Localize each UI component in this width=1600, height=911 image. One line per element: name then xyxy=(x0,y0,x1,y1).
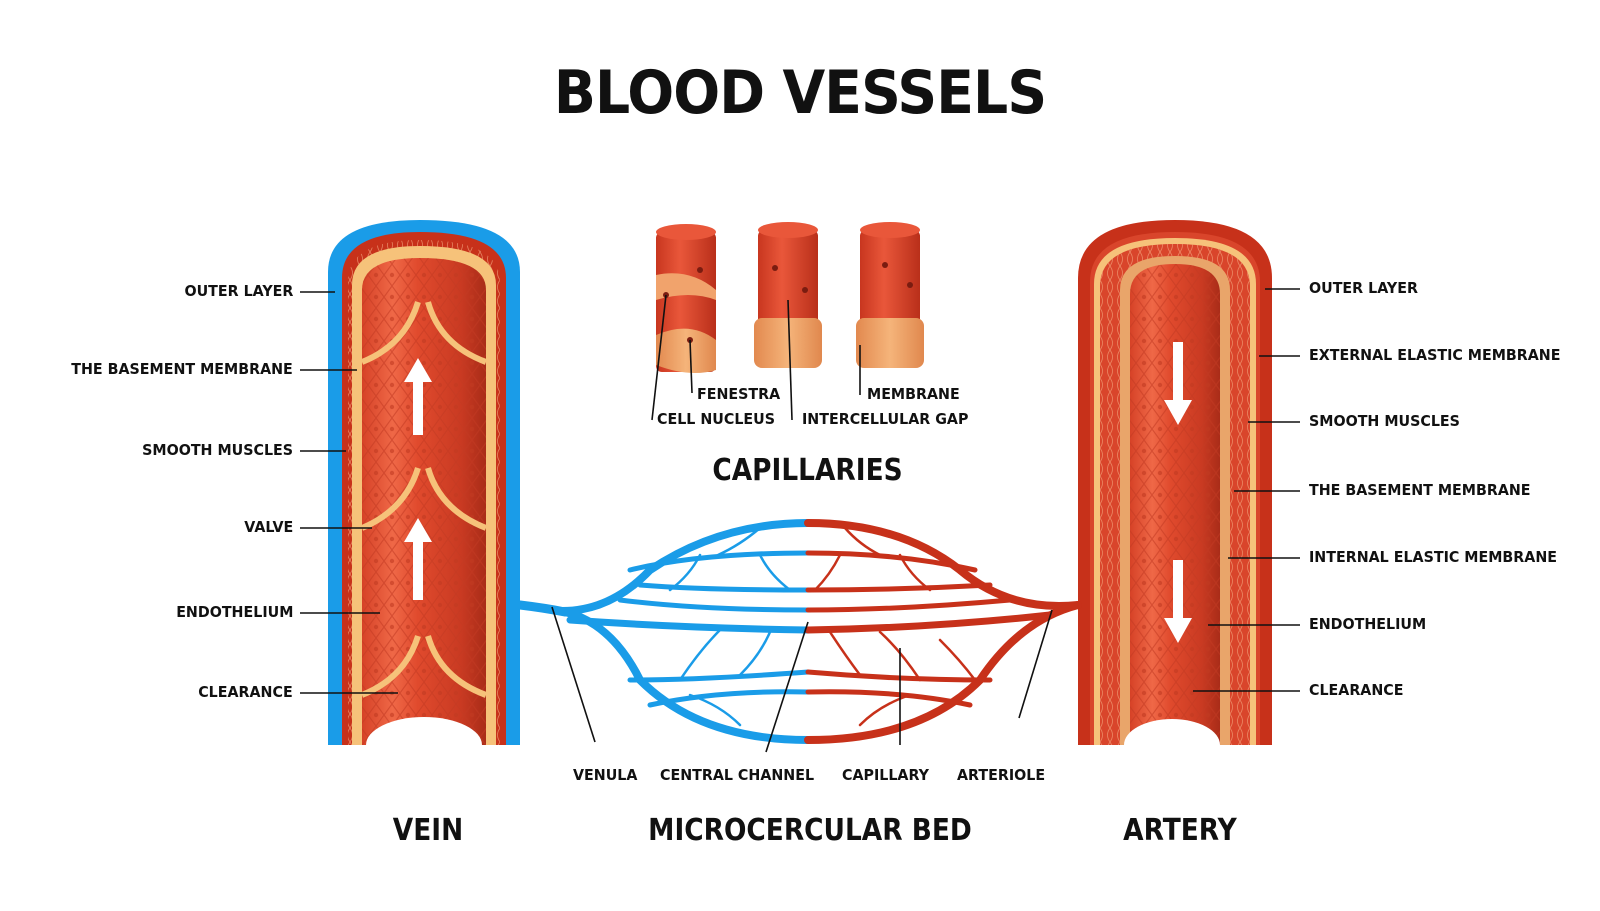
artery-label-internal-elastic-membrane: INTERNAL ELASTIC MEMBRANE xyxy=(1309,548,1557,566)
capillary-label-cell-nucleus: CELL NUCLEUS xyxy=(657,410,776,428)
section-title-artery: ARTERY xyxy=(1123,813,1237,848)
section-title-capillaries: CAPILLARIES xyxy=(712,453,903,488)
capillary-continuous xyxy=(754,222,822,368)
micro-label-arteriole: ARTERIOLE xyxy=(957,766,1046,784)
artery-label-clearance: CLEARANCE xyxy=(1309,681,1404,699)
section-title-microcircular-bed: MICROCERCULAR BED xyxy=(648,813,972,848)
vein-label-clearance: CLEARANCE xyxy=(198,683,293,701)
micro-label-central-channel: CENTRAL CHANNEL xyxy=(660,766,815,784)
micro-label-capillary: CAPILLARY xyxy=(842,766,929,784)
leader-lines xyxy=(300,288,1300,753)
artery-label-smooth-muscles: SMOOTH MUSCLES xyxy=(1309,412,1460,430)
vein-label-basement-membrane: THE BASEMENT MEMBRANE xyxy=(71,360,293,378)
capillary-sinusoidal xyxy=(856,222,924,368)
capillary-label-membrane: MEMBRANE xyxy=(867,385,960,403)
artery-label-external-elastic-membrane: EXTERNAL ELASTIC MEMBRANE xyxy=(1309,346,1561,364)
flow-arrow-up-icon xyxy=(404,358,432,600)
vein-label-valve: VALVE xyxy=(243,518,293,536)
vein-valve xyxy=(360,301,488,698)
artery-label-outer-layer: OUTER LAYER xyxy=(1309,279,1418,297)
diagram-title: BLOOD VESSELS xyxy=(553,58,1047,128)
micro-label-venula: VENULA xyxy=(573,766,638,784)
capillary-label-fenestra: FENESTRA xyxy=(697,385,781,403)
capillary-label-intercellular-gap: INTERCELLULAR GAP xyxy=(802,410,969,428)
artery-illustration xyxy=(1070,220,1280,775)
artery-label-endothelium: ENDOTHELIUM xyxy=(1309,615,1427,633)
microcirculation-illustration xyxy=(515,519,1082,744)
vein-label-endothelium: ENDOTHELIUM xyxy=(175,603,293,621)
vein-label-smooth-muscles: SMOOTH MUSCLES xyxy=(142,441,293,459)
vein-label-outer-layer: OUTER LAYER xyxy=(184,282,293,300)
flow-arrow-down-icon xyxy=(1164,342,1192,643)
artery-label-basement-membrane: THE BASEMENT MEMBRANE xyxy=(1309,481,1531,499)
capillary-fenestrated xyxy=(656,224,716,374)
vein-illustration xyxy=(320,220,530,775)
section-title-vein: VEIN xyxy=(392,813,464,848)
